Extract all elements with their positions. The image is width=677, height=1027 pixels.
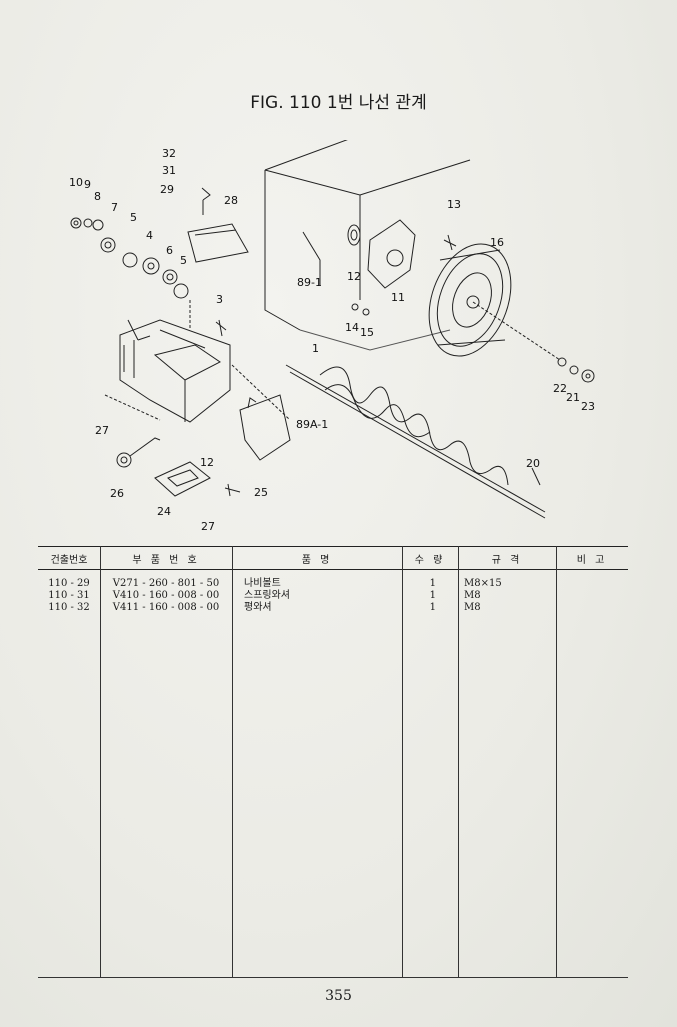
header-ref-no: 건출번호: [38, 546, 100, 570]
cell-name: 나비볼트: [244, 578, 281, 589]
parts-table: 건출번호 부 품 번 호 품 명 수 량 규 격 비 고 110 - 29 V2…: [38, 546, 628, 614]
callout-20: 20: [526, 457, 540, 470]
column-divider: [556, 546, 557, 978]
header-part-no: 부 품 번 호: [100, 546, 232, 570]
cell-spec: M8×15: [464, 578, 502, 589]
callout-24: 24: [157, 505, 171, 518]
callout-29: 29: [160, 183, 174, 196]
cell-name: 평와셔: [244, 602, 272, 613]
callout-6: 6: [166, 244, 173, 257]
callout-12b: 12: [347, 270, 361, 283]
figure-title: FIG. 110 1번 나선 관계: [250, 93, 427, 113]
page-number: 355: [325, 988, 352, 1004]
callout-11: 11: [391, 291, 405, 304]
callout-31: 31: [162, 164, 176, 177]
callout-5b: 5: [180, 254, 187, 267]
callout-3: 3: [216, 293, 223, 306]
cell-part-no: V411 - 160 - 008 - 00: [112, 602, 220, 613]
cell-ref: 110 - 31: [48, 590, 90, 601]
callout-15: 15: [360, 326, 374, 339]
callout-25: 25: [254, 486, 268, 499]
header-spec: 규 격: [458, 546, 556, 570]
callout-9: 9: [84, 178, 91, 191]
callout-22: 22: [553, 382, 567, 395]
callout-27a: 27: [95, 424, 109, 437]
cell-qty: 1: [429, 590, 436, 601]
exploded-parts-diagram: [70, 140, 595, 519]
table-row: 110 - 32 V411 - 160 - 008 - 00 평와셔 1 M8: [38, 602, 628, 614]
cell-note: [556, 602, 628, 614]
header-part-name: 품 명: [232, 546, 402, 570]
callout-32: 32: [162, 147, 176, 160]
cell-name: 스프링와셔: [244, 590, 290, 601]
callout-14: 14: [345, 321, 359, 334]
parts-table-container: 건출번호 부 품 번 호 품 명 수 량 규 격 비 고 110 - 29 V2…: [38, 546, 628, 614]
callout-16: 16: [490, 236, 504, 249]
cell-qty: 1: [429, 602, 436, 613]
callout-27b: 27: [201, 520, 215, 533]
callout-21: 21: [566, 391, 580, 404]
table-bottom-rule: [38, 977, 628, 978]
callout-28: 28: [224, 194, 238, 207]
cell-note: [556, 578, 628, 590]
callout-5a: 5: [130, 211, 137, 224]
column-divider: [100, 546, 101, 978]
cell-ref: 110 - 29: [48, 578, 90, 589]
cell-part-no: V410 - 160 - 008 - 00: [112, 590, 220, 601]
cell-spec: M8: [464, 590, 481, 601]
callout-8: 8: [94, 190, 101, 203]
cell-note: [556, 590, 628, 602]
column-divider: [458, 546, 459, 978]
callout-23: 23: [581, 400, 595, 413]
cell-qty: 1: [429, 578, 436, 589]
callout-7: 7: [111, 201, 118, 214]
callout-1: 1: [312, 342, 319, 355]
column-divider: [232, 546, 233, 978]
table-header-row: 건출번호 부 품 번 호 품 명 수 량 규 격 비 고: [38, 546, 628, 570]
callout-4: 4: [146, 229, 153, 242]
header-note: 비 고: [556, 546, 628, 570]
cell-part-no: V271 - 260 - 801 - 50: [112, 578, 220, 589]
callout-13: 13: [447, 198, 461, 211]
cell-ref: 110 - 32: [48, 602, 90, 613]
header-quantity: 수 량: [402, 546, 458, 570]
cell-spec: M8: [464, 602, 481, 613]
callout-26: 26: [110, 487, 124, 500]
callout-89a-1: 89A-1: [296, 418, 328, 431]
callout-12a: 12: [200, 456, 214, 469]
column-divider: [402, 546, 403, 978]
callout-89-1: 89-1: [297, 276, 322, 289]
table-row: 110 - 29 V271 - 260 - 801 - 50 나비볼트 1 M8…: [38, 578, 628, 590]
callout-10: 10: [69, 176, 83, 189]
table-row: 110 - 31 V410 - 160 - 008 - 00 스프링와셔 1 M…: [38, 590, 628, 602]
